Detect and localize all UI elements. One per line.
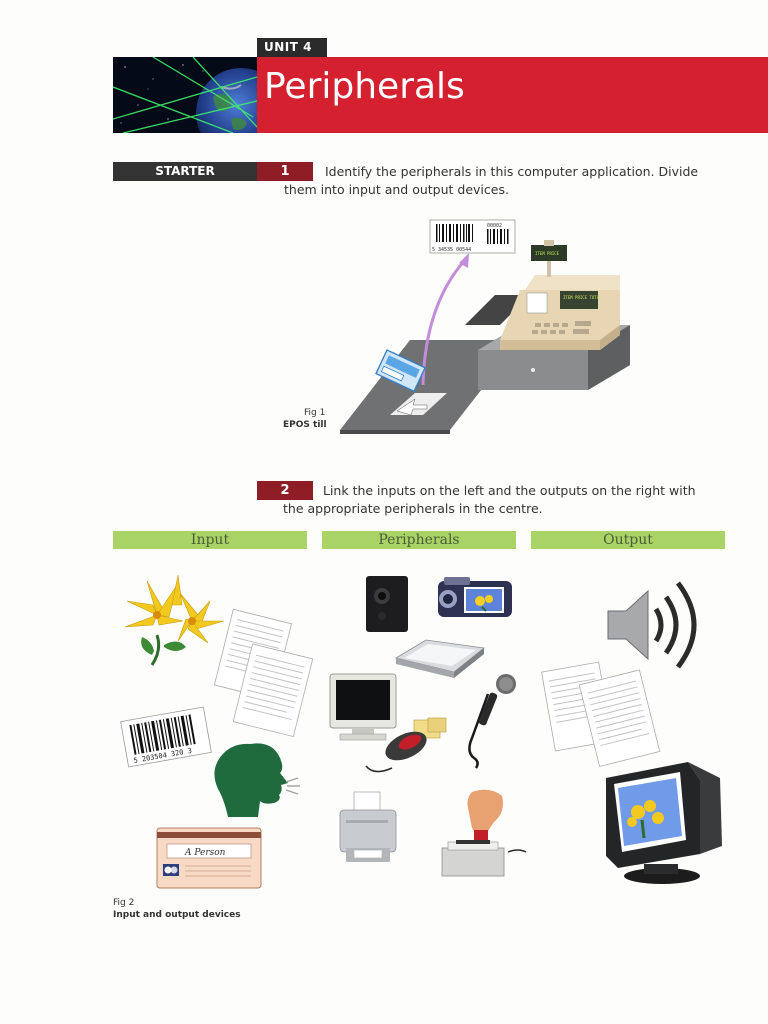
mouse-icon (365, 717, 447, 773)
crt-monitor-flower-icon (606, 762, 722, 884)
digital-camera-icon (438, 577, 512, 617)
card-swipe-reader-icon (441, 789, 527, 877)
fig-1-caption: EPOS till (283, 420, 327, 430)
barcode-top-number: 00002 (487, 223, 502, 229)
task-number-1: 1 (257, 162, 313, 181)
till-screen-text: ITEM PRICE TOTAL (563, 295, 602, 300)
flower-icon (124, 574, 225, 666)
fig-1-number: Fig 1 (304, 408, 326, 418)
unit-tab: UNIT 4 (257, 38, 327, 57)
printer-icon (339, 791, 397, 862)
fig-2-number: Fig 2 (113, 898, 135, 908)
barcode-digits: 5 34535 00544 (432, 247, 471, 253)
output-column-header: Output (531, 531, 725, 549)
speaking-head-icon (214, 743, 300, 817)
epos-till-illustration: 5 34535 00544 00002 ITEM PRICE TOTAL (335, 215, 635, 435)
task-number-2: 2 (257, 481, 313, 500)
peripherals-column-header: Peripherals (322, 531, 516, 549)
starter-label: STARTER (113, 162, 257, 181)
document-icon (213, 608, 314, 738)
flatbed-scanner-icon (394, 639, 485, 678)
speaker-box-icon (366, 576, 408, 632)
barcode-label-icon: 5 34535 00544 00002 (429, 219, 516, 254)
loudspeaker-icon (607, 581, 697, 669)
task-1-instruction-line2: them into input and output devices. (284, 182, 509, 197)
page-title: Peripherals (257, 57, 768, 133)
input-column-header: Input (113, 531, 307, 549)
fig-2-caption: Input and output devices (113, 910, 241, 920)
barcode-icon: 5 203504 320 3 (120, 706, 212, 768)
card-signature: A Person (184, 848, 226, 858)
task-1-instruction-line1: Identify the peripherals in this compute… (325, 164, 699, 179)
microphone-icon (468, 674, 516, 769)
bank-card-icon: A Person (156, 827, 262, 889)
page-title-text: Peripherals (264, 66, 465, 107)
printed-pages-icon (541, 661, 661, 767)
earth-network-image (113, 57, 257, 133)
task-2-instruction-line2: the appropriate peripherals in the centr… (283, 501, 543, 516)
monitor-icon (329, 673, 397, 741)
task-2-instruction-line1: Link the inputs on the left and the outp… (323, 483, 696, 498)
customer-display-text: ITEM PRICE (535, 251, 560, 256)
